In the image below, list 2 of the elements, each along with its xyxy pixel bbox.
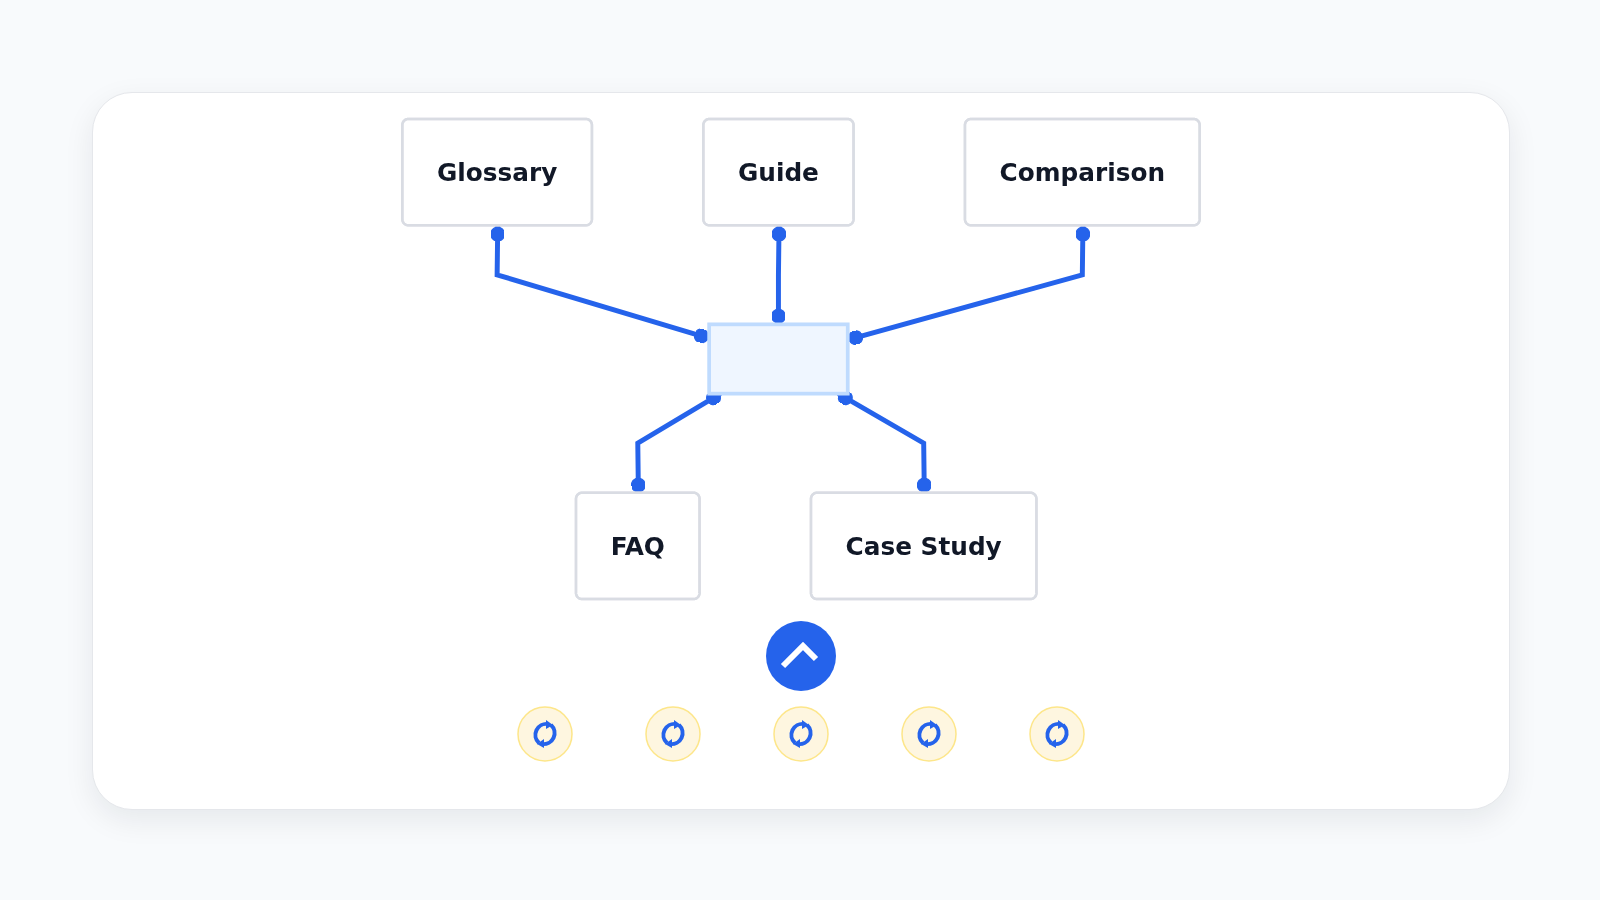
node-box [707,322,850,396]
connector [770,225,787,325]
